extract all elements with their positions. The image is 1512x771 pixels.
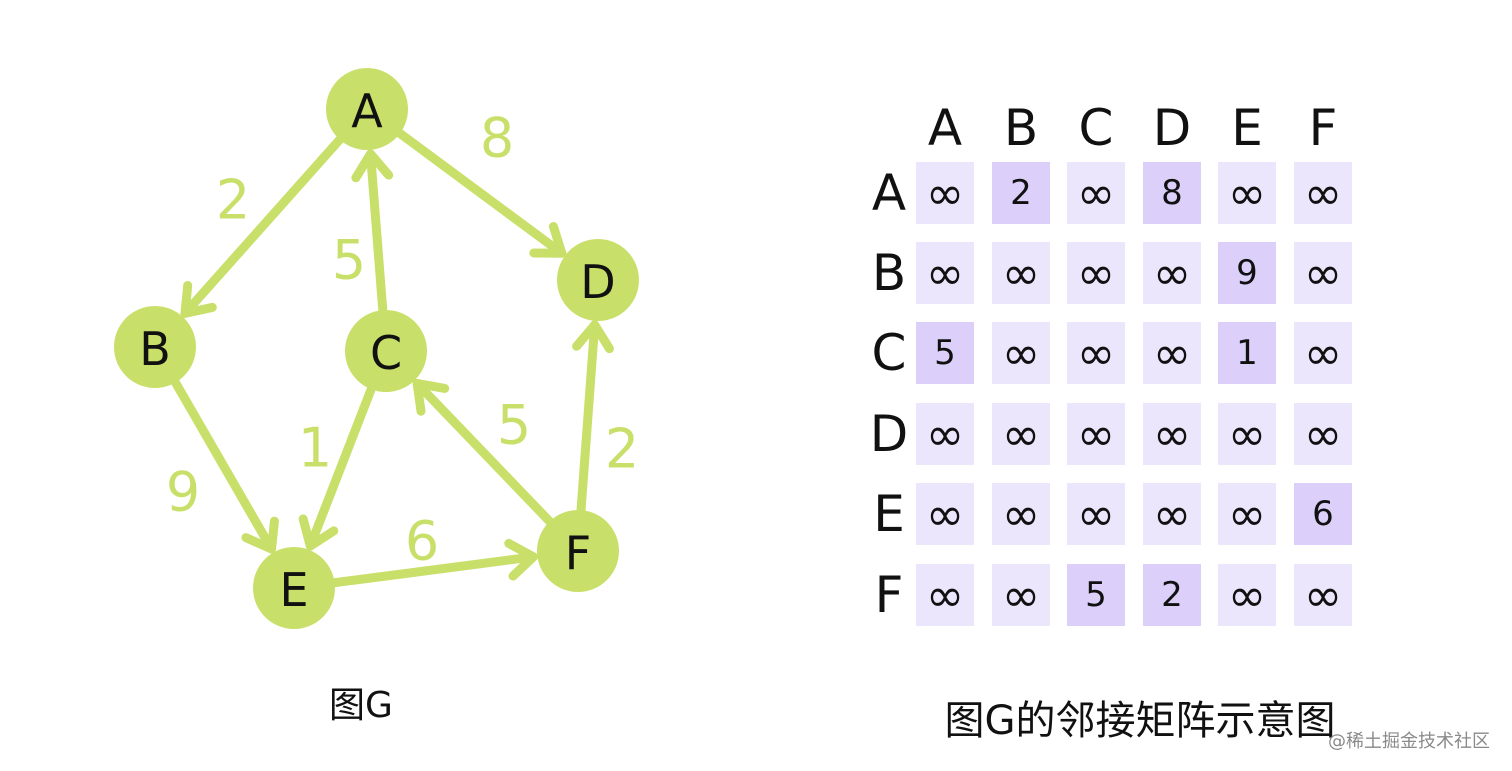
- edge-weight-A-B: 2: [216, 169, 250, 232]
- node-label-D: D: [580, 255, 615, 309]
- row-header-A: A: [871, 164, 907, 222]
- node-label-E: E: [279, 563, 308, 617]
- arrowhead-C-E: [298, 514, 339, 551]
- row-header-C: C: [871, 324, 907, 382]
- matrix-cell-A-E: ∞: [1218, 162, 1276, 224]
- col-header-C: C: [1078, 99, 1114, 157]
- row-header-F: F: [874, 566, 904, 624]
- node-label-C: C: [370, 326, 402, 380]
- row-header-B: B: [871, 244, 907, 302]
- matrix-cell-E-E: ∞: [1218, 483, 1276, 545]
- node-circle-C: [345, 310, 427, 392]
- matrix-cell-F-A: ∞: [916, 564, 974, 626]
- matrix-cell-C-A: 5: [916, 322, 974, 384]
- node-label-F: F: [565, 526, 591, 580]
- matrix-cell-F-E: ∞: [1218, 564, 1276, 626]
- matrix-cell-B-E: 9: [1218, 242, 1276, 304]
- matrix-cell-C-C: ∞: [1067, 322, 1125, 384]
- node-circle-E: [253, 547, 335, 629]
- arrowhead-A-D: [529, 222, 567, 258]
- node-D: D: [557, 239, 639, 321]
- watermark: @稀土掘金技术社区: [1328, 731, 1490, 752]
- matrix-caption: 图G的邻接矩阵示意图: [944, 698, 1336, 744]
- edge-A-B: [180, 132, 347, 318]
- matrix-cell-C-B: ∞: [992, 322, 1050, 384]
- arrowhead-E-F: [504, 538, 538, 581]
- node-E: E: [253, 547, 335, 629]
- arrowhead-B-E: [241, 516, 279, 554]
- matrix-cell-E-A: ∞: [916, 483, 974, 545]
- node-label-A: A: [351, 84, 383, 138]
- edge-A-D: [392, 126, 567, 258]
- edge-weight-F-D: 2: [605, 418, 639, 481]
- edge-C-E: [305, 380, 378, 551]
- matrix-cell-D-D: ∞: [1143, 403, 1201, 465]
- node-F: F: [537, 510, 619, 592]
- node-C: C: [345, 310, 427, 392]
- matrix-cell-A-D: 8: [1143, 162, 1201, 224]
- node-circle-A: [326, 68, 408, 150]
- node-A: A: [326, 68, 408, 150]
- matrix-cell-B-A: ∞: [916, 242, 974, 304]
- col-header-E: E: [1231, 99, 1263, 157]
- matrix-cell-A-C: ∞: [1067, 162, 1125, 224]
- node-circle-B: [114, 306, 196, 388]
- edge-C-A: [366, 149, 388, 319]
- node-label-B: B: [139, 322, 171, 376]
- edge-weight-B-E: 9: [166, 461, 200, 524]
- matrix-cell-D-E: ∞: [1218, 403, 1276, 465]
- edge-weight-F-C: 5: [497, 394, 531, 457]
- col-header-D: D: [1152, 99, 1192, 157]
- matrix-cell-F-F: ∞: [1294, 564, 1352, 626]
- matrix-cell-D-F: ∞: [1294, 403, 1352, 465]
- row-header-D: D: [869, 405, 909, 463]
- edge-B-E: [168, 374, 277, 554]
- matrix-cell-B-D: ∞: [1143, 242, 1201, 304]
- matrix-cell-B-F: ∞: [1294, 242, 1352, 304]
- matrix-cell-F-B: ∞: [992, 564, 1050, 626]
- col-header-B: B: [1003, 99, 1039, 157]
- col-header-F: F: [1308, 99, 1338, 157]
- arrowhead-C-A: [351, 149, 394, 183]
- matrix-cell-E-C: ∞: [1067, 483, 1125, 545]
- matrix-cell-D-C: ∞: [1067, 403, 1125, 465]
- matrix-cell-D-B: ∞: [992, 403, 1050, 465]
- matrix-cell-A-F: ∞: [1294, 162, 1352, 224]
- arrowhead-A-B: [180, 281, 217, 318]
- matrix-cell-B-C: ∞: [1067, 242, 1125, 304]
- edge-weight-C-E: 1: [298, 417, 332, 480]
- graph-caption: 图G: [329, 685, 393, 726]
- matrix-cell-E-D: ∞: [1143, 483, 1201, 545]
- row-header-E: E: [873, 485, 905, 543]
- col-header-A: A: [927, 99, 963, 157]
- matrix-cell-E-F: 6: [1294, 483, 1352, 545]
- edge-F-C: [412, 378, 557, 529]
- arrowhead-F-C: [412, 378, 450, 416]
- edge-F-D: [576, 320, 600, 519]
- edge-weight-C-A: 5: [332, 229, 366, 292]
- node-B: B: [114, 306, 196, 388]
- matrix-cell-E-B: ∞: [992, 483, 1050, 545]
- edge-weight-E-F: 6: [405, 510, 439, 573]
- matrix-cell-F-D: 2: [1143, 564, 1201, 626]
- matrix-cell-F-C: 5: [1067, 564, 1125, 626]
- node-circle-F: [537, 510, 619, 592]
- matrix-cell-C-E: 1: [1218, 322, 1276, 384]
- matrix-cell-D-A: ∞: [916, 403, 974, 465]
- matrix-cell-C-F: ∞: [1294, 322, 1352, 384]
- edge-E-F: [326, 552, 538, 588]
- node-circle-D: [557, 239, 639, 321]
- matrix-cell-A-B: 2: [992, 162, 1050, 224]
- arrowhead-F-D: [572, 320, 614, 354]
- matrix-cell-C-D: ∞: [1143, 322, 1201, 384]
- matrix-cell-B-B: ∞: [992, 242, 1050, 304]
- matrix-cell-A-A: ∞: [916, 162, 974, 224]
- edge-weight-A-D: 8: [480, 107, 514, 170]
